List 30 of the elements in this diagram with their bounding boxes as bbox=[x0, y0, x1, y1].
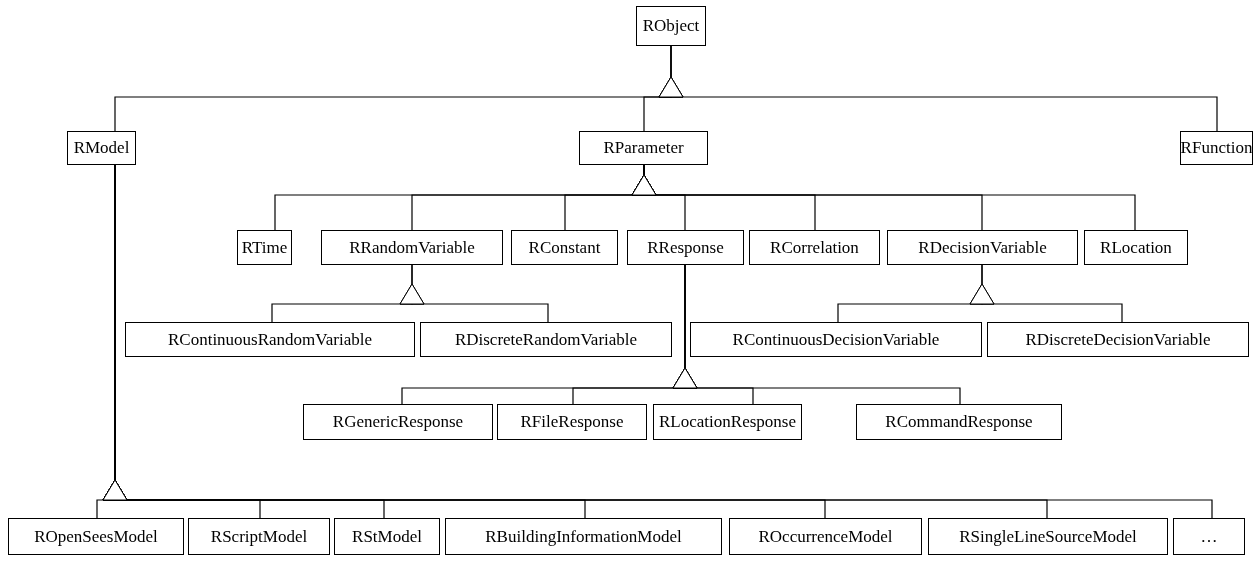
generalization-arrow bbox=[658, 45, 1218, 132]
class-box: RBuildingInformationModel bbox=[445, 518, 722, 555]
generalization-arrow bbox=[399, 264, 549, 323]
class-box: RCorrelation bbox=[749, 230, 880, 265]
class-box: RObject bbox=[636, 6, 706, 46]
class-box: RRandomVariable bbox=[321, 230, 503, 265]
class-box: ROccurrenceModel bbox=[729, 518, 922, 555]
class-box: RStModel bbox=[334, 518, 440, 555]
class-box: RResponse bbox=[627, 230, 744, 265]
class-box: RDecisionVariable bbox=[887, 230, 1078, 265]
class-box: RCommandResponse bbox=[856, 404, 1062, 440]
class-box: ROpenSeesModel bbox=[8, 518, 184, 555]
class-box: RSingleLineSourceModel bbox=[928, 518, 1168, 555]
class-box: RParameter bbox=[579, 131, 708, 165]
class-box: RGenericResponse bbox=[303, 404, 493, 440]
class-box: … bbox=[1173, 518, 1245, 555]
generalization-arrow bbox=[672, 264, 961, 405]
class-box: RTime bbox=[237, 230, 292, 265]
class-box: RDiscreteRandomVariable bbox=[420, 322, 672, 357]
class-box: RContinuousRandomVariable bbox=[125, 322, 415, 357]
class-box: RDiscreteDecisionVariable bbox=[987, 322, 1249, 357]
class-box: RContinuousDecisionVariable bbox=[690, 322, 982, 357]
class-box: RFunction bbox=[1180, 131, 1253, 165]
class-box: RFileResponse bbox=[497, 404, 647, 440]
class-box: RLocation bbox=[1084, 230, 1188, 265]
class-box: RScriptModel bbox=[188, 518, 330, 555]
class-box: RModel bbox=[67, 131, 136, 165]
class-box: RConstant bbox=[511, 230, 618, 265]
generalization-arrow bbox=[969, 264, 1123, 323]
class-box: RLocationResponse bbox=[653, 404, 802, 440]
